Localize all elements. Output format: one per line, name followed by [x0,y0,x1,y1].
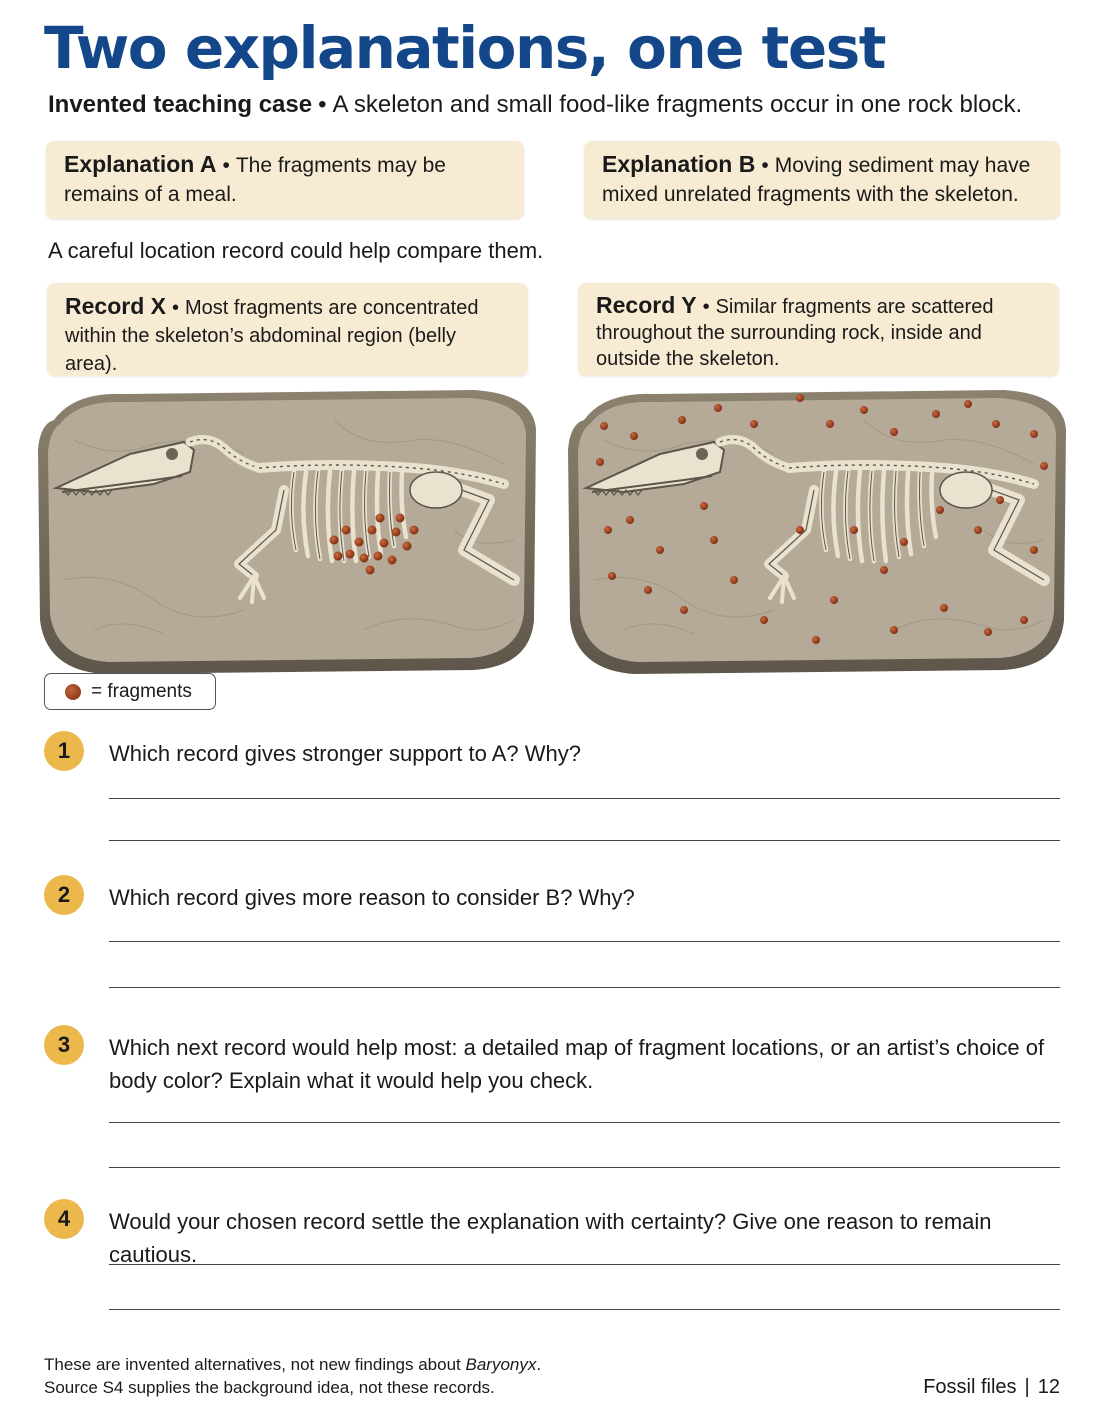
record-x-label: Record X [65,293,166,319]
answer-line[interactable] [109,941,1060,942]
answer-line[interactable] [109,1264,1060,1265]
page-footer: Fossil files | 12 [923,1376,1060,1399]
footer-note: These are invented alternatives, not new… [44,1353,541,1399]
answer-line[interactable] [109,840,1060,841]
record-y-svg [568,390,1066,674]
bullet: • [171,297,179,319]
fragment-cluster-x [329,513,419,575]
question-number: 3 [44,1025,84,1065]
question-number: 2 [44,875,84,915]
section-name: Fossil files [923,1376,1017,1398]
answer-line[interactable] [109,798,1060,799]
explanation-b-card: Explanation B•Moving sediment may have m… [584,141,1060,219]
question-4: 4 Would your chosen record settle the ex… [44,1199,1060,1314]
fragment-icon [65,683,81,700]
record-x-card: Record X•Most fragments are concentrated… [47,283,528,376]
question-number: 1 [44,731,84,771]
question-text: Which record gives more reason to consid… [109,885,635,910]
question-text: Which next record would help most: a det… [109,1035,1045,1093]
question-text: Would your chosen record settle the expl… [109,1209,992,1267]
record-y-label: Record Y [596,292,697,318]
answer-line[interactable] [109,1309,1060,1310]
bullet: • [318,91,327,118]
record-x-illustration [34,380,542,678]
record-y-card: Record Y•Similar fragments are scattered… [578,283,1059,376]
explanation-a-card: Explanation A•The fragments may be remai… [46,141,524,219]
question-text: Which record gives stronger support to A… [109,741,581,766]
fragment-scatter-y [596,394,1048,644]
explanation-a-text: The fragments may be remains of a meal. [64,154,446,206]
bullet: • [702,296,710,318]
footer-note-line-1: These are invented alternatives, not new… [44,1355,542,1374]
explanation-a-label: Explanation A [64,151,217,177]
answer-line[interactable] [109,1167,1060,1168]
bullet: • [222,154,230,177]
record-y-text: Similar fragments are scattered througho… [596,296,994,370]
footer-note-line-2: Source S4 supplies the background idea, … [44,1378,495,1397]
explanation-b-label: Explanation B [602,151,756,177]
question-1: 1 Which record gives stronger support to… [44,731,1060,843]
page-title: Two explanations, one test [44,14,887,82]
record-x-text: Most fragments are concentrated within t… [65,297,479,375]
page-number: 12 [1037,1376,1060,1398]
subtitle-text: A skeleton and small food-like fragments… [332,91,1023,118]
subtitle: Invented teaching case•A skeleton and sm… [48,90,1022,120]
question-number: 4 [44,1199,84,1239]
answer-line[interactable] [109,1122,1060,1123]
bullet: • [761,154,769,177]
comparison-note: A careful location record could help com… [48,238,544,263]
explanation-b-text: Moving sediment may have mixed unrelated… [602,154,1031,206]
question-3: 3 Which next record would help most: a d… [44,1025,1060,1170]
record-y-illustration [564,380,1072,678]
question-2: 2 Which record gives more reason to cons… [44,875,1060,990]
subtitle-label: Invented teaching case [48,91,313,118]
record-x-svg [38,390,536,674]
legend: = fragments [44,673,216,710]
legend-text: = fragments [91,680,192,702]
separator: | [1024,1376,1030,1398]
answer-line[interactable] [109,987,1060,988]
